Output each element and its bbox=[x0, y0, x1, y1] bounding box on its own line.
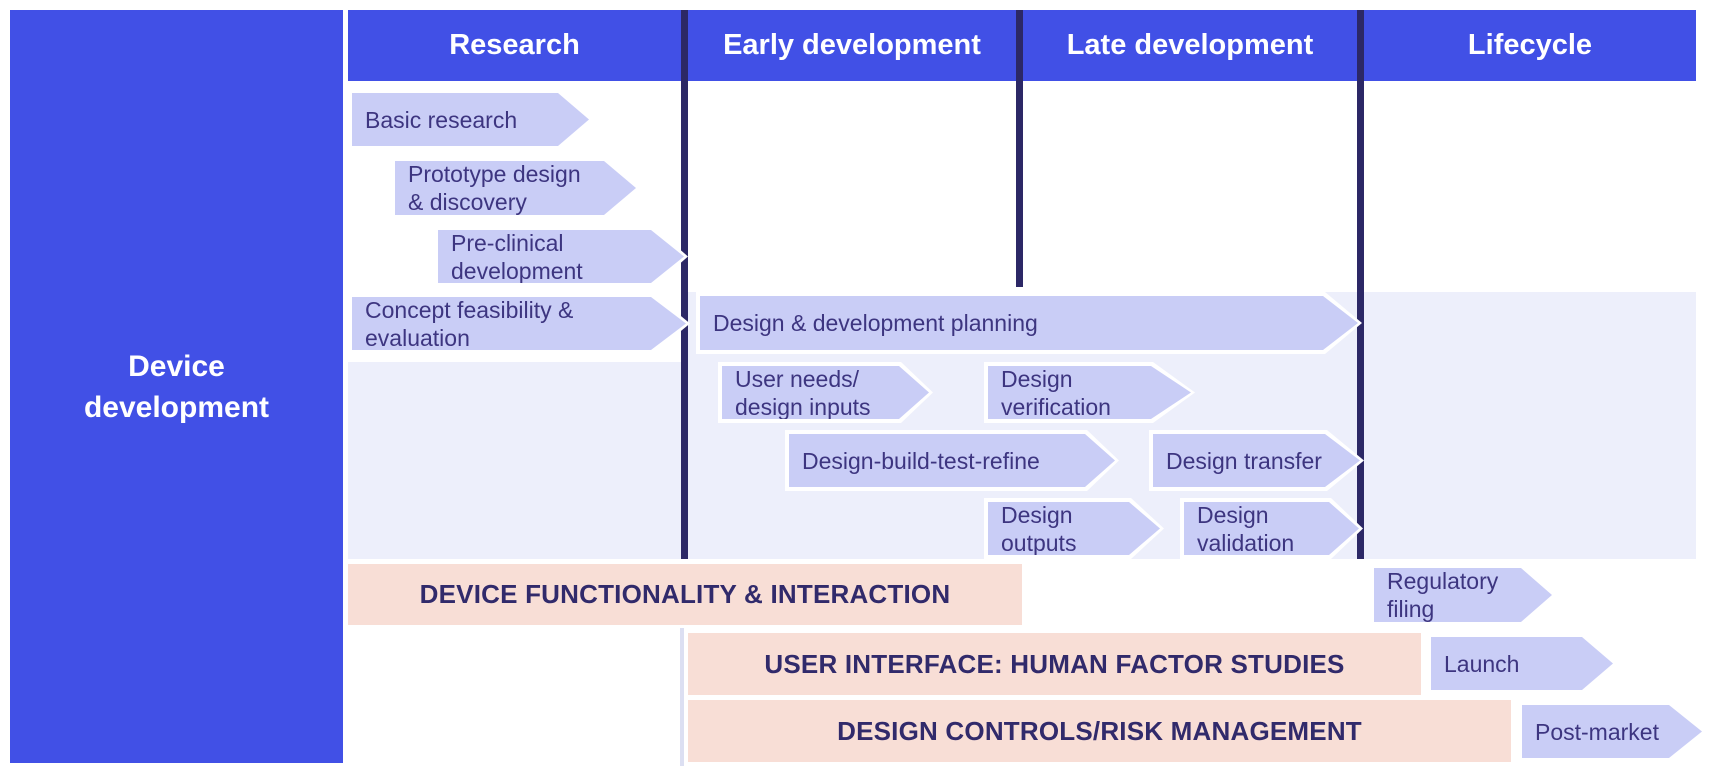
band-label: USER INTERFACE: HUMAN FACTOR STUDIES bbox=[764, 648, 1345, 679]
band-label: DESIGN CONTROLS/RISK MANAGEMENT bbox=[837, 715, 1362, 746]
arrow-design-development-planning: Design & development planning bbox=[696, 292, 1362, 354]
arrow-label: User needs/ design inputs bbox=[735, 365, 871, 420]
arrow-label: Design-build-test-refine bbox=[802, 447, 1040, 474]
column-divider-3 bbox=[1357, 10, 1364, 559]
arrow-design-validation: Design validation bbox=[1180, 498, 1363, 559]
bg-research-column bbox=[348, 362, 681, 559]
band-device-functionality-interaction: DEVICE FUNCTIONALITY & INTERACTION bbox=[348, 564, 1022, 625]
arrow-design-build-test-refine: Design-build-test-refine bbox=[785, 430, 1119, 491]
arrow-label: Regulatory filing bbox=[1387, 568, 1499, 622]
arrow-label: Post-market bbox=[1535, 718, 1659, 745]
arrow-launch: Launch bbox=[1427, 633, 1617, 694]
arrow-concept-feasibility-evaluation: Concept feasibility & evaluation bbox=[348, 293, 690, 354]
device-development-panel: Device development bbox=[10, 10, 343, 763]
column-divider-1 bbox=[681, 10, 688, 559]
band-design-controls-risk-management: DESIGN CONTROLS/RISK MANAGEMENT bbox=[688, 700, 1511, 762]
arrow-label: Design verification bbox=[1001, 365, 1111, 420]
arrow-label: Design outputs bbox=[1001, 501, 1077, 556]
arrow-label: Basic research bbox=[365, 106, 518, 133]
arrow-label: Design & development planning bbox=[713, 310, 1038, 336]
header-column-late-development: Late development bbox=[1066, 29, 1314, 61]
arrow-user-needs-design-inputs: User needs/ design inputs bbox=[718, 362, 933, 423]
arrow-design-transfer: Design transfer bbox=[1149, 430, 1364, 491]
band-user-interface-human-factor-studies: USER INTERFACE: HUMAN FACTOR STUDIES bbox=[688, 633, 1421, 695]
arrow-design-outputs: Design outputs bbox=[984, 498, 1164, 559]
arrow-label: Concept feasibility & evaluation bbox=[365, 296, 574, 351]
arrow-label: Launch bbox=[1444, 650, 1520, 677]
header-column-early-development: Early development bbox=[723, 29, 981, 61]
arrow-label: Design transfer bbox=[1166, 447, 1322, 474]
band-label: DEVICE FUNCTIONALITY & INTERACTION bbox=[419, 579, 951, 609]
header-column-research: Research bbox=[449, 29, 580, 61]
arrow-post-market: Post-market bbox=[1518, 701, 1706, 762]
arrow-basic-research: Basic research bbox=[348, 89, 593, 150]
arrow-design-verification: Design verification bbox=[984, 362, 1195, 423]
arrow-label: Design validation bbox=[1197, 501, 1295, 556]
arrow-prototype-design-discovery: Prototype design & discovery bbox=[391, 157, 640, 219]
panel-title: Device development bbox=[83, 349, 270, 424]
arrow-label: Prototype design & discovery bbox=[408, 161, 581, 215]
arrow-pre-clinical-development: Pre-clinical development bbox=[434, 226, 688, 287]
column-divider-2 bbox=[1016, 10, 1023, 287]
arrow-regulatory-filing: Regulatory filing bbox=[1370, 564, 1556, 626]
header-column-lifecycle: Lifecycle bbox=[1467, 29, 1593, 61]
column-divider-1-extension bbox=[680, 628, 684, 766]
arrow-label: Pre-clinical development bbox=[451, 229, 583, 284]
